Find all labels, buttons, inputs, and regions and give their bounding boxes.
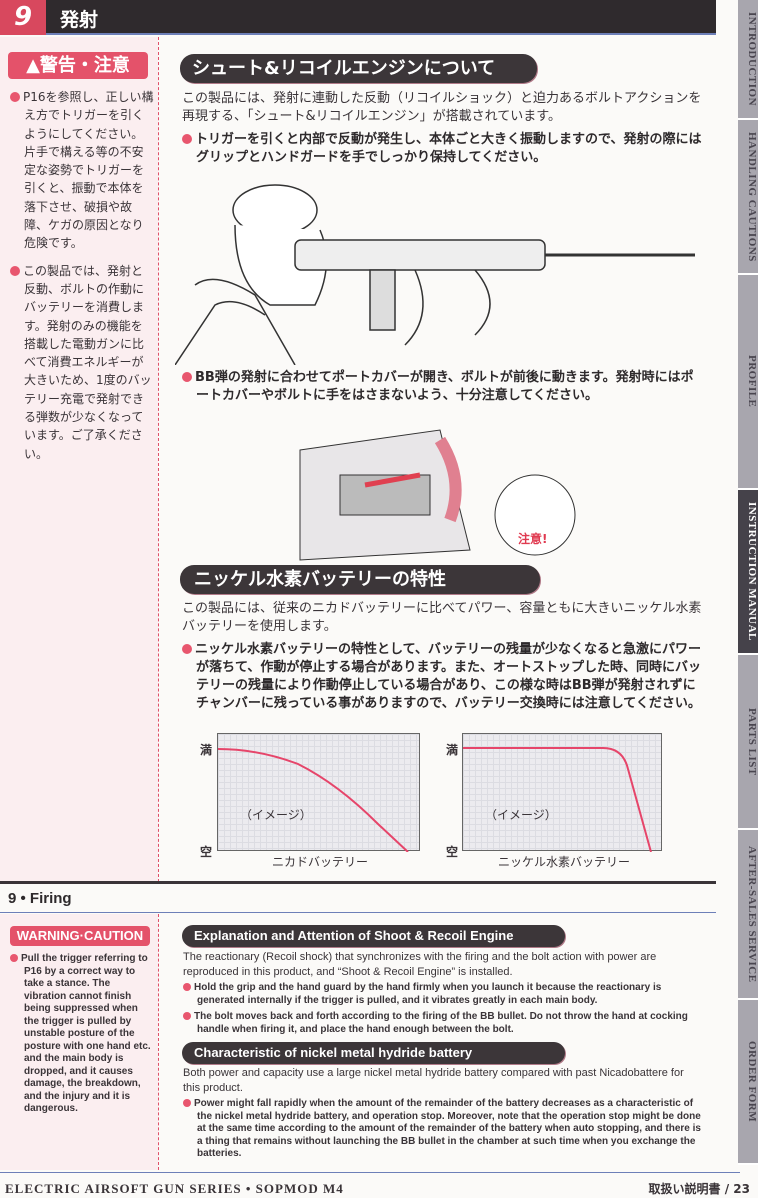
bullet-icon	[10, 92, 20, 102]
bullet-icon	[10, 954, 18, 962]
bullet-text: トリガーを引くと内部で反動が発生し、本体ごと大きく振動しますので、発射の際にはグ…	[195, 132, 702, 165]
en-section1-bullet1: Hold the grip and the hand guard by the …	[183, 981, 703, 1007]
jp-warning-label: 警告・注意	[39, 55, 130, 76]
en-section2-title: Characteristic of nickel metal hydride b…	[182, 1042, 565, 1064]
footer-rule	[0, 1172, 740, 1173]
en-section1-bullet2: The bolt moves back and forth according …	[183, 1010, 703, 1036]
tab-order-form[interactable]: ORDER FORM	[738, 1000, 758, 1165]
section-number: 9	[0, 0, 46, 35]
soldier-firing-illustration	[175, 184, 695, 365]
jp-section1-title: シュート&リコイルエンジンについて	[180, 54, 537, 83]
chart2-full-label: 満	[446, 743, 459, 757]
magazine	[369, 269, 396, 331]
bolt-port-closeup-illustration	[299, 429, 576, 561]
chapter-tabs: INTRODUCTION HANDLING CAUTIONS PROFILE I…	[738, 0, 758, 1170]
bullet-icon	[182, 134, 192, 144]
bullet-text: BB弾の発射に合わせてポートカバーが開き、ボルトが前後に動きます。発射時にはポー…	[195, 370, 694, 403]
jp-section2-body: この製品には、従来のニカドバッテリーに比べてパワー、容量ともに大きいニッケル水素…	[182, 601, 702, 634]
en-section1-title: Explanation and Attention of Shoot & Rec…	[182, 925, 565, 947]
tab-introduction[interactable]: INTRODUCTION	[738, 0, 758, 120]
en-section2-body: Both power and capacity use a large nick…	[183, 1067, 684, 1094]
rifle-body	[294, 239, 546, 271]
warning-text: P16を参照し、正しい構え方でトリガーを引くようにしてください。片手で構える等の…	[23, 90, 154, 251]
chart1-image-note: （イメージ）	[240, 808, 312, 822]
caution-callout-label: 注意!	[518, 532, 548, 546]
caution-callout-circle	[494, 474, 576, 556]
jp-warning-list: P16を参照し、正しい構え方でトリガーを引くようにしてください。片手で構える等の…	[10, 88, 154, 463]
chart1-empty-label: 空	[200, 845, 213, 859]
bullet-icon	[183, 1099, 191, 1107]
tab-after-sales-service[interactable]: AFTER-SALES SERVICE	[738, 830, 758, 1000]
jp-warning-item: P16を参照し、正しい構え方でトリガーを引くようにしてください。片手で構える等の…	[10, 88, 154, 253]
bullet-text: The bolt moves back and forth according …	[194, 1011, 688, 1035]
chart2-empty-label: 空	[446, 845, 459, 859]
chart1-full-label: 満	[200, 743, 213, 757]
nicad-discharge-curve	[218, 748, 409, 852]
chart2-image-note: （イメージ）	[485, 808, 557, 822]
bullet-icon	[183, 983, 191, 991]
tab-handling-cautions[interactable]: HANDLING CAUTIONS	[738, 120, 758, 275]
en-section1-body: The reactionary (Recoil shock) that sync…	[183, 951, 657, 978]
jp-warning-badge: ▲警告・注意	[8, 52, 148, 79]
warning-triangle-icon: ▲	[26, 55, 40, 76]
jp-section1-bullet2: BB弾の発射に合わせてポートカバーが開き、ボルトが前後に動きます。発射時にはポー…	[182, 369, 702, 405]
section-rule	[0, 881, 716, 884]
section-title: 発射	[60, 9, 99, 31]
jp-section1-body: この製品には、発射に連動した反動（リコイルショック）と迫力あるボルトアクションを…	[182, 91, 702, 124]
tab-parts-list[interactable]: PARTS LIST	[738, 655, 758, 830]
column-divider	[158, 37, 159, 882]
bullet-icon	[182, 644, 192, 654]
bullet-text: Hold the grip and the hand guard by the …	[194, 982, 662, 1006]
en-warning-item: Pull the trigger referring to P16 by a c…	[10, 953, 155, 1116]
bullet-icon	[183, 1012, 191, 1020]
en-warning-badge: WARNING·CAUTION	[10, 926, 150, 946]
nicad-discharge-chart: （イメージ）	[217, 733, 420, 852]
bullet-icon	[182, 372, 192, 382]
jp-warning-item: この製品では、発射と反動、ボルトの作動にバッテリーを消費します。発射のみの機能を…	[10, 262, 154, 463]
tab-instruction-manual[interactable]: INSTRUCTION MANUAL	[738, 490, 758, 655]
jp-warning-column	[0, 37, 158, 882]
jp-section2-bullet: ニッケル水素バッテリーの特性として、バッテリーの残量が少なくなると急激にパワーが…	[182, 641, 702, 713]
en-section-title: 9 • Firing	[8, 890, 72, 907]
bolt-motion-arrow	[364, 472, 421, 488]
jp-section1-bullet1: トリガーを引くと内部で反動が発生し、本体ごと大きく振動しますので、発射の際にはグ…	[182, 131, 702, 167]
chart1-caption: ニカドバッテリー	[272, 855, 369, 869]
footer-page-number: 取扱い説明書 / 23	[648, 1182, 750, 1196]
chart2-caption: ニッケル水素バッテリー	[498, 855, 631, 869]
nimh-discharge-curve	[463, 747, 652, 852]
footer-series: ELECTRIC AIRSOFT GUN SERIES • SOPMOD M4	[5, 1181, 344, 1196]
warning-text: Pull the trigger referring to P16 by a c…	[21, 953, 151, 1114]
tab-profile[interactable]: PROFILE	[738, 275, 758, 490]
section-subrule	[0, 912, 716, 913]
nimh-discharge-chart: （イメージ）	[462, 733, 662, 852]
port-cover-arrow	[434, 436, 462, 523]
en-warning-column	[0, 914, 158, 1170]
bullet-text: Power might fall rapidly when the amount…	[194, 1098, 701, 1159]
bullet-text: ニッケル水素バッテリーの特性として、バッテリーの残量が少なくなると急激にパワーが…	[195, 642, 702, 711]
warning-text: この製品では、発射と反動、ボルトの作動にバッテリーを消費します。発射のみの機能を…	[23, 263, 152, 461]
column-divider	[158, 914, 159, 1170]
section-header-bar	[0, 0, 716, 35]
bullet-icon	[10, 265, 20, 276]
en-section2-bullet: Power might fall rapidly when the amount…	[183, 1098, 703, 1161]
jp-section2-title: ニッケル水素バッテリーの特性	[180, 565, 540, 594]
